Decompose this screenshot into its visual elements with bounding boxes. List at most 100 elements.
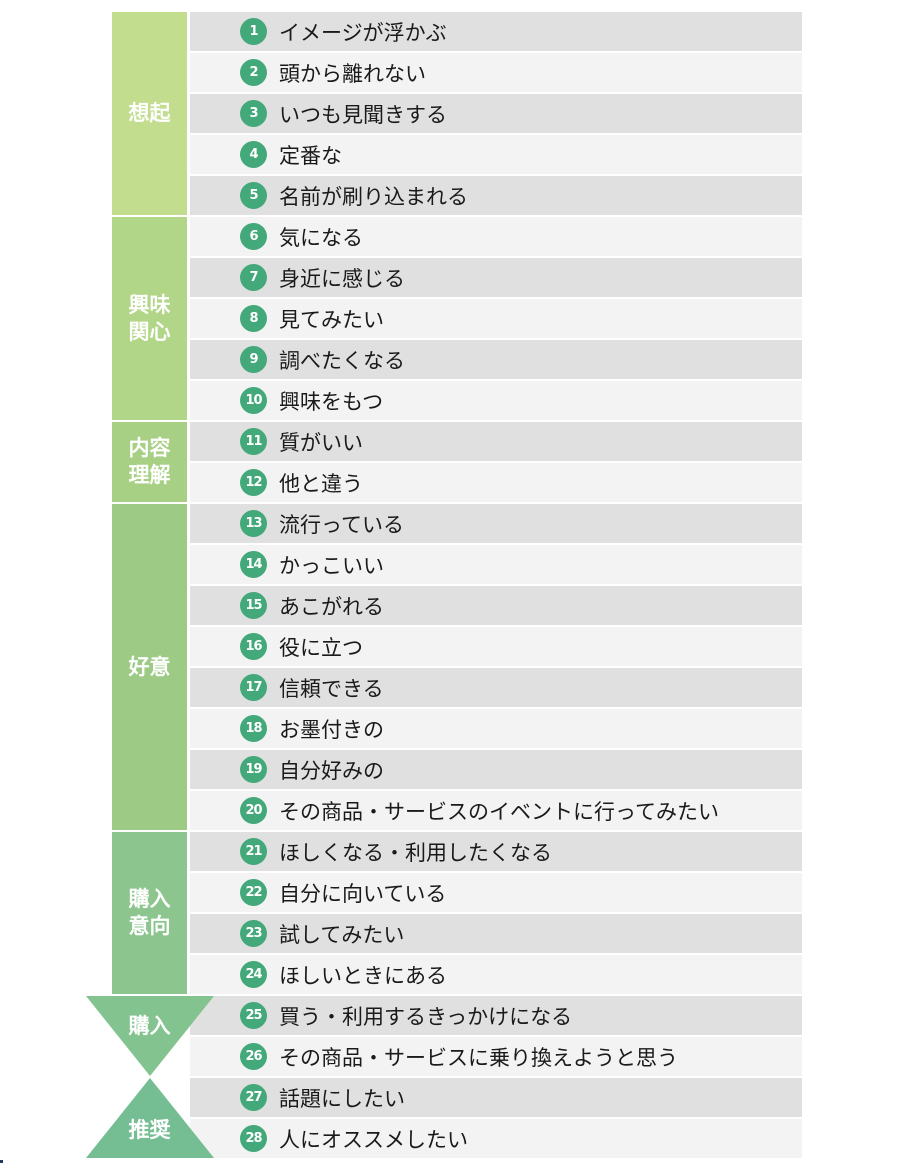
item-label: 気になる [279, 225, 363, 250]
stage-block: 購入意向 [112, 832, 187, 994]
item-label: 質がいい [279, 430, 363, 455]
number-badge: 1 [240, 18, 267, 45]
stage-block: 想起 [112, 12, 187, 215]
list-item: 7 身近に感じる [190, 258, 802, 297]
number-badge: 6 [240, 223, 267, 250]
item-label: イメージが浮かぶ [279, 20, 447, 45]
list-item: 10 興味をもつ [190, 381, 802, 420]
list-item: 4 定番な [190, 135, 802, 174]
number-badge: 24 [240, 961, 267, 988]
list-item: 26 その商品・サービスに乗り換えようと思う [190, 1037, 802, 1076]
list-item: 27 話題にしたい [190, 1078, 802, 1117]
item-label: 定番な [279, 143, 342, 168]
item-label: 頭から離れない [279, 61, 426, 86]
list-item: 25 買う・利用するきっかけになる [190, 996, 802, 1035]
item-label: ほしいときにある [279, 963, 447, 988]
number-badge: 3 [240, 100, 267, 127]
stage-block: 好意 [112, 504, 187, 830]
item-label: 試してみたい [279, 922, 405, 947]
item-label: 買う・利用するきっかけになる [279, 1004, 573, 1029]
number-badge: 14 [240, 551, 267, 578]
item-label: かっこいい [279, 553, 384, 578]
item-label: 自分に向いている [279, 881, 447, 906]
stage-label: 好意 [128, 654, 171, 679]
item-label: ほしくなる・利用したくなる [279, 840, 552, 865]
item-label: 人にオススメしたい [279, 1127, 468, 1152]
list-item: 16 役に立つ [190, 627, 802, 666]
funnel-triangle-down [86, 996, 214, 1076]
stage-block: 興味関心 [112, 217, 187, 420]
triangle-shape [86, 996, 214, 1076]
list-item: 28 人にオススメしたい [190, 1119, 802, 1158]
number-badge: 16 [240, 633, 267, 660]
item-label: 名前が刷り込まれる [279, 184, 468, 209]
number-badge: 28 [240, 1125, 267, 1152]
number-badge: 19 [240, 756, 267, 783]
item-label: 自分好みの [279, 758, 384, 783]
triangle-shape [86, 1078, 214, 1158]
stage-label: 内容理解 [128, 436, 171, 487]
number-badge: 26 [240, 1043, 267, 1070]
number-badge: 8 [240, 305, 267, 332]
list-item: 1 イメージが浮かぶ [190, 12, 802, 51]
item-label: 興味をもつ [279, 389, 384, 414]
stage-block: 内容理解 [112, 422, 187, 502]
list-item: 18 お墨付きの [190, 709, 802, 748]
list-item: 11 質がいい [190, 422, 802, 461]
item-label: 役に立つ [279, 635, 363, 660]
number-badge: 11 [240, 428, 267, 455]
stage-label: 想起 [128, 101, 171, 125]
number-badge: 15 [240, 592, 267, 619]
item-label: その商品・サービスのイベントに行ってみたい [279, 799, 719, 824]
item-label: 話題にしたい [279, 1086, 405, 1111]
stage-label: 購入 [128, 1014, 171, 1038]
number-badge: 12 [240, 469, 267, 496]
list-item: 3 いつも見聞きする [190, 94, 802, 133]
list-item: 21 ほしくなる・利用したくなる [190, 832, 802, 871]
number-badge: 10 [240, 387, 267, 414]
item-label: 身近に感じる [279, 266, 405, 291]
list-item: 6 気になる [190, 217, 802, 256]
number-badge: 20 [240, 797, 267, 824]
number-badge: 18 [240, 715, 267, 742]
list-item: 13 流行っている [190, 504, 802, 543]
list-item: 5 名前が刷り込まれる [190, 176, 802, 215]
stage-label: 興味関心 [128, 292, 171, 344]
list-item: 14 かっこいい [190, 545, 802, 584]
number-badge: 4 [240, 141, 267, 168]
list-item: 9 調べたくなる [190, 340, 802, 379]
number-badge: 22 [240, 879, 267, 906]
item-label: 信頼できる [279, 676, 384, 701]
number-badge: 5 [240, 182, 267, 209]
number-badge: 2 [240, 59, 267, 86]
funnel-triangle-up [86, 1078, 214, 1158]
number-badge: 9 [240, 346, 267, 373]
item-label: 他と違う [279, 471, 363, 496]
number-badge: 17 [240, 674, 267, 701]
number-badge: 13 [240, 510, 267, 537]
item-label: 見てみたい [279, 307, 384, 332]
number-badge: 21 [240, 838, 267, 865]
stage-label: 推奨 [128, 1118, 171, 1142]
number-badge: 25 [240, 1002, 267, 1029]
item-label: あこがれる [279, 594, 384, 619]
list-item: 8 見てみたい [190, 299, 802, 338]
list-item: 19 自分好みの [190, 750, 802, 789]
item-label: その商品・サービスに乗り換えようと思う [279, 1045, 678, 1070]
number-badge: 23 [240, 920, 267, 947]
list-item: 24 ほしいときにある [190, 955, 802, 994]
list-item: 22 自分に向いている [190, 873, 802, 912]
item-label: 調べたくなる [279, 348, 405, 373]
list-item: 23 試してみたい [190, 914, 802, 953]
number-badge: 27 [240, 1084, 267, 1111]
list-item: 15 あこがれる [190, 586, 802, 625]
list-item: 2 頭から離れない [190, 53, 802, 92]
corner-dot [0, 1160, 3, 1163]
item-label: お墨付きの [279, 717, 384, 742]
number-badge: 7 [240, 264, 267, 291]
stage-label: 購入意向 [128, 887, 171, 938]
item-label: いつも見聞きする [279, 102, 447, 127]
list-item: 20 その商品・サービスのイベントに行ってみたい [190, 791, 802, 830]
item-label: 流行っている [279, 512, 404, 537]
